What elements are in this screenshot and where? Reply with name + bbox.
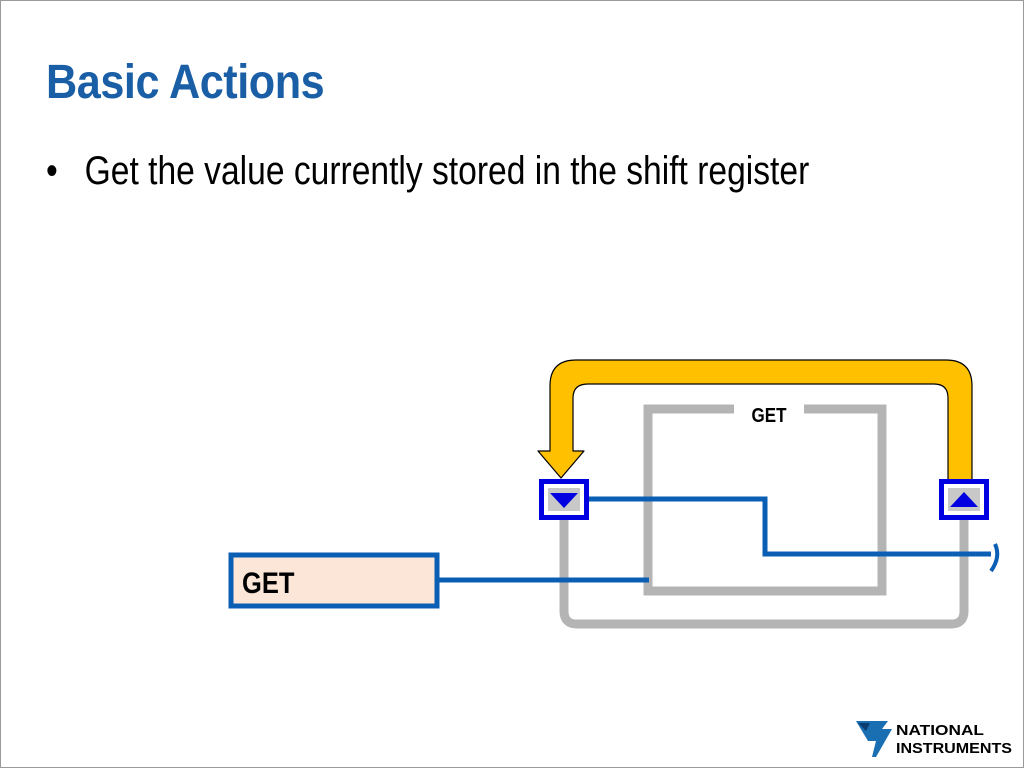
- feedback-arrow: [537, 359, 973, 486]
- national-instruments-logo: NATIONAL INSTRUMENTS: [856, 721, 1012, 757]
- bullet-item: • Get the value currently stored in the s…: [46, 149, 809, 194]
- right-shift-register[interactable]: [939, 479, 989, 520]
- logo-text-line1: NATIONAL: [896, 722, 984, 739]
- outer-loop-frame: [559, 511, 969, 629]
- triangle-down-icon: [550, 493, 578, 508]
- bullet-marker: •: [46, 149, 58, 193]
- bullet-text: Get the value currently stored in the sh…: [84, 149, 810, 193]
- inner-loop-frame: [643, 404, 887, 596]
- enum-constant-label: GET: [242, 566, 294, 599]
- triangle-up-icon: [950, 492, 978, 507]
- enum-constant[interactable]: GET: [228, 552, 440, 609]
- wire-shift-register-path: [589, 496, 991, 557]
- left-shift-register[interactable]: [539, 479, 589, 520]
- inner-loop-label: GET: [752, 404, 788, 427]
- wire-broken-end: [989, 543, 1000, 573]
- logo-text-line2: INSTRUMENTS: [896, 740, 1012, 757]
- national-instruments-eagle-icon: [856, 721, 892, 757]
- slide-title: Basic Actions: [46, 56, 325, 109]
